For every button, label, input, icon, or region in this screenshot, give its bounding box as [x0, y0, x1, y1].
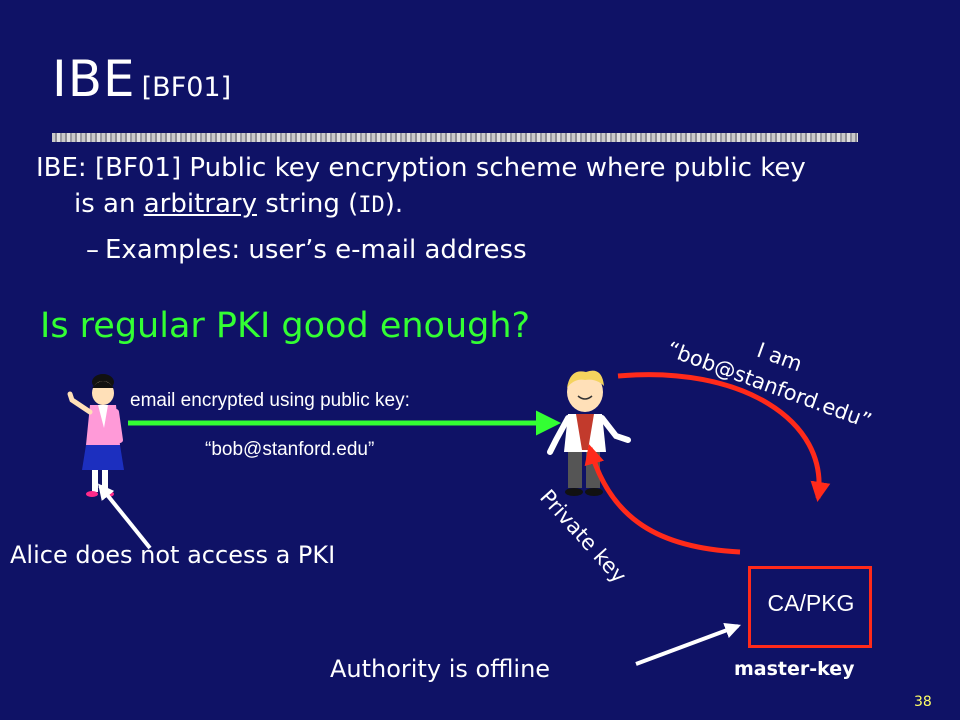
email-encrypted-label: email encrypted using public key: — [130, 390, 410, 411]
bullet-id: ID — [358, 193, 385, 218]
bullet-line-2-pre: is an — [74, 189, 144, 219]
authority-note: Authority is offline — [330, 655, 551, 683]
email-address-label: “bob@stanford.edu” — [205, 439, 375, 460]
sub-bullet-text: Examples: user’s e-mail address — [105, 235, 527, 265]
bullet-line-2: is an arbitrary string (ID). — [36, 186, 916, 224]
page-number: 38 — [914, 694, 932, 710]
slide-title: IBE[BF01] — [52, 50, 231, 108]
ca-pkg-box — [748, 566, 872, 648]
authority-callout-arrow — [635, 622, 741, 666]
question-heading: Is regular PKI good enough? — [40, 306, 531, 346]
bullet-line-1: IBE: [BF01] Public key encryption scheme… — [36, 153, 806, 183]
alice-figure-icon — [67, 374, 124, 497]
bullet-line-2-mid: string ( — [256, 189, 359, 219]
alice-note: Alice does not access a PKI — [10, 541, 336, 569]
alice-callout-arrow — [97, 483, 152, 550]
bob-figure-icon — [547, 370, 631, 496]
title-citation: [BF01] — [141, 72, 232, 103]
master-key-label: master-key — [734, 658, 855, 680]
sub-bullet-dash: – — [86, 235, 99, 265]
bullet-underlined-word: arbitrary — [143, 189, 257, 219]
title-text: IBE — [52, 50, 136, 108]
main-bullet: IBE: [BF01] Public key encryption scheme… — [36, 150, 916, 224]
identity-request-arrow — [617, 372, 831, 502]
title-divider — [52, 133, 858, 142]
sub-bullet: –Examples: user’s e-mail address — [86, 235, 527, 265]
bullet-line-2-post: ). — [384, 189, 404, 219]
private-key-arrow — [584, 444, 741, 555]
ca-pkg-label: CA/PKG — [767, 590, 855, 616]
